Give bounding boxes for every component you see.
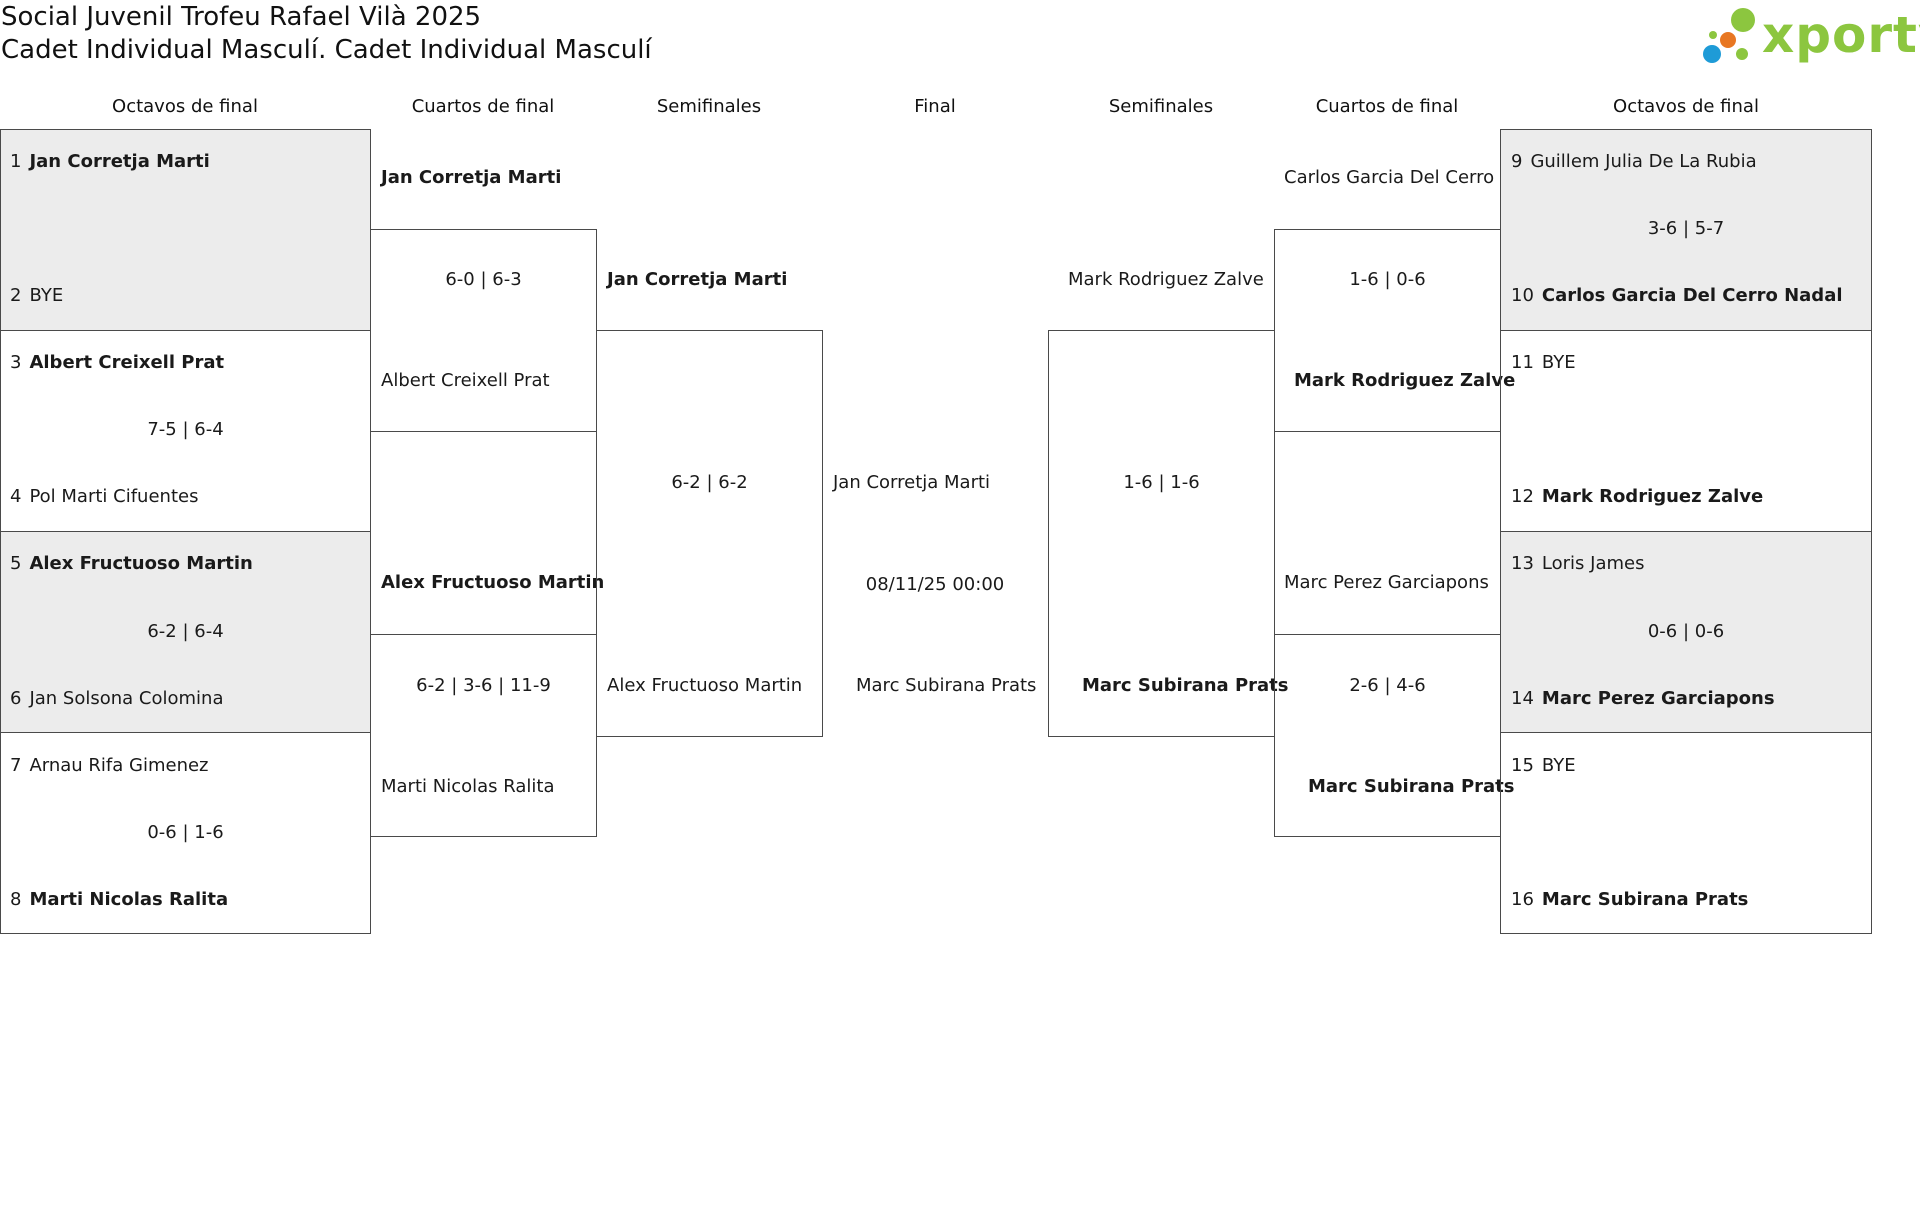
match-box-left-r16-3 — [0, 531, 371, 733]
logo-wordmark: xporty — [1762, 6, 1920, 64]
tournament-title: Social Juvenil Trofeu Rafael Vilà 2025 — [1, 2, 482, 32]
seed-number: 13 — [1511, 553, 1534, 574]
player-entry: 15 BYE — [1511, 755, 1576, 777]
match-score: 6-2 | 6-2 — [671, 472, 748, 493]
round-header-left-qf: Cuartos de final — [411, 96, 555, 117]
player-entry: 14 Marc Perez Garciapons — [1511, 688, 1775, 710]
player-entry: 13 Loris James — [1511, 553, 1644, 575]
player-name: BYE — [1541, 352, 1576, 373]
seed-number: 4 — [10, 486, 22, 507]
xporty-logo: xporty — [1692, 2, 1920, 68]
player-name: Carlos Garcia Del Cerro Nadal — [1541, 285, 1843, 306]
seed-number: 5 — [10, 553, 22, 574]
round-header-right-qf: Cuartos de final — [1315, 96, 1459, 117]
player-name: Albert Creixell Prat — [29, 352, 225, 373]
player-name: Jan Corretja Marti — [381, 167, 562, 188]
match-score: 0-6 | 1-6 — [147, 822, 224, 843]
player-name: Marc Subirana Prats — [1082, 675, 1289, 696]
player-name: Albert Creixell Prat — [381, 370, 550, 391]
player-name: BYE — [1541, 755, 1576, 776]
player-name: Alex Fructuoso Martin — [29, 553, 253, 574]
final-date: 08/11/25 00:00 — [865, 574, 1005, 595]
player-name: Jan Corretja Marti — [29, 151, 210, 172]
match-score: 1-6 | 1-6 — [1123, 472, 1200, 493]
match-box-right-r16-1 — [1500, 129, 1872, 331]
match-score: 3-6 | 5-7 — [1647, 218, 1725, 239]
player-name: Marc Subirana Prats — [1541, 889, 1749, 910]
seed-number: 1 — [10, 151, 22, 172]
match-score: 6-2 | 6-4 — [147, 621, 224, 642]
seed-number: 9 — [1511, 151, 1523, 172]
qf-player-clip: Carlos Garcia Del Cerro Nadal — [1284, 167, 1499, 189]
seed-number: 6 — [10, 688, 22, 709]
player-entry: 6 Jan Solsona Colomina — [10, 688, 223, 710]
player-name: Mark Rodriguez Zalve — [1294, 370, 1516, 391]
seed-number: 12 — [1511, 486, 1534, 507]
match-box-right-qf-1 — [1274, 229, 1501, 432]
player-name: Loris James — [1541, 553, 1645, 574]
match-box-right-sf — [1048, 330, 1275, 737]
match-score: 7-5 | 6-4 — [147, 419, 224, 440]
player-entry: 3 Albert Creixell Prat — [10, 352, 224, 374]
round-header-right-r16: Octavos de final — [1613, 96, 1759, 117]
seed-number: 16 — [1511, 889, 1534, 910]
player-entry: 7 Arnau Rifa Gimenez — [10, 755, 209, 777]
category-title: Cadet Individual Masculí. Cadet Individu… — [1, 35, 652, 65]
player-name: Marc Subirana Prats — [1308, 776, 1515, 797]
player-name: Jan Solsona Colomina — [29, 688, 224, 709]
player-entry: 16 Marc Subirana Prats — [1511, 889, 1748, 911]
match-box-left-r16-1 — [0, 129, 371, 331]
seed-number: 8 — [10, 889, 22, 910]
player-entry: 10 Carlos Garcia Del Cerro Nadal — [1511, 285, 1843, 307]
seed-number: 3 — [10, 352, 22, 373]
player-name: Alex Fructuoso Martin — [381, 572, 605, 593]
player-name: Marc Perez Garciapons — [1284, 572, 1489, 593]
player-name: Marc Perez Garciapons — [1541, 688, 1775, 709]
player-entry: 9 Guillem Julia De La Rubia — [1511, 151, 1757, 173]
player-name: Guillem Julia De La Rubia — [1530, 151, 1757, 172]
seed-number: 10 — [1511, 285, 1534, 306]
seed-number: 14 — [1511, 688, 1534, 709]
player-entry: 12 Mark Rodriguez Zalve — [1511, 486, 1763, 508]
player-name: Carlos Garcia Del Cerro Nadal — [1284, 167, 1499, 188]
player-entry: 5 Alex Fructuoso Martin — [10, 553, 253, 575]
logo-dots-icon — [1703, 8, 1755, 63]
match-score: 1-6 | 0-6 — [1349, 269, 1426, 290]
round-header-final: Final — [914, 96, 956, 117]
player-entry: 2 BYE — [10, 285, 63, 307]
final-player-2: Marc Subirana Prats — [856, 675, 1037, 696]
final-player-1: Jan Corretja Marti — [833, 472, 991, 493]
match-box-left-qf-2 — [370, 634, 597, 837]
player-name: BYE — [29, 285, 64, 306]
player-entry: 4 Pol Marti Cifuentes — [10, 486, 198, 508]
player-name: Mark Rodriguez Zalve — [1068, 269, 1264, 290]
player-name: Mark Rodriguez Zalve — [1541, 486, 1764, 507]
match-box-left-sf — [596, 330, 823, 737]
player-name: Marti Nicolas Ralita — [29, 889, 229, 910]
match-score: 0-6 | 0-6 — [1647, 621, 1725, 642]
match-score: 6-0 | 6-3 — [445, 269, 522, 290]
player-entry: 1 Jan Corretja Marti — [10, 151, 210, 173]
player-name: Marti Nicolas Ralita — [381, 776, 555, 797]
match-box-right-r16-4 — [1500, 732, 1872, 934]
match-box-right-r16-3 — [1500, 531, 1872, 733]
seed-number: 11 — [1511, 352, 1534, 373]
seed-number: 7 — [10, 755, 22, 776]
player-name: Jan Corretja Marti — [607, 269, 788, 290]
player-name: Alex Fructuoso Martin — [607, 675, 803, 696]
match-box-left-qf-1 — [370, 229, 597, 432]
player-entry: 8 Marti Nicolas Ralita — [10, 889, 228, 911]
match-score: 6-2 | 3-6 | 11-9 — [416, 675, 551, 696]
player-name: Pol Marti Cifuentes — [29, 486, 199, 507]
match-score: 2-6 | 4-6 — [1349, 675, 1426, 696]
round-header-left-r16: Octavos de final — [112, 96, 258, 117]
round-header-left-sf: Semifinales — [656, 96, 762, 117]
round-header-right-sf: Semifinales — [1108, 96, 1214, 117]
player-entry: 11 BYE — [1511, 352, 1576, 374]
seed-number: 2 — [10, 285, 22, 306]
match-box-right-qf-2 — [1274, 634, 1501, 837]
seed-number: 15 — [1511, 755, 1534, 776]
player-name: Arnau Rifa Gimenez — [29, 755, 209, 776]
